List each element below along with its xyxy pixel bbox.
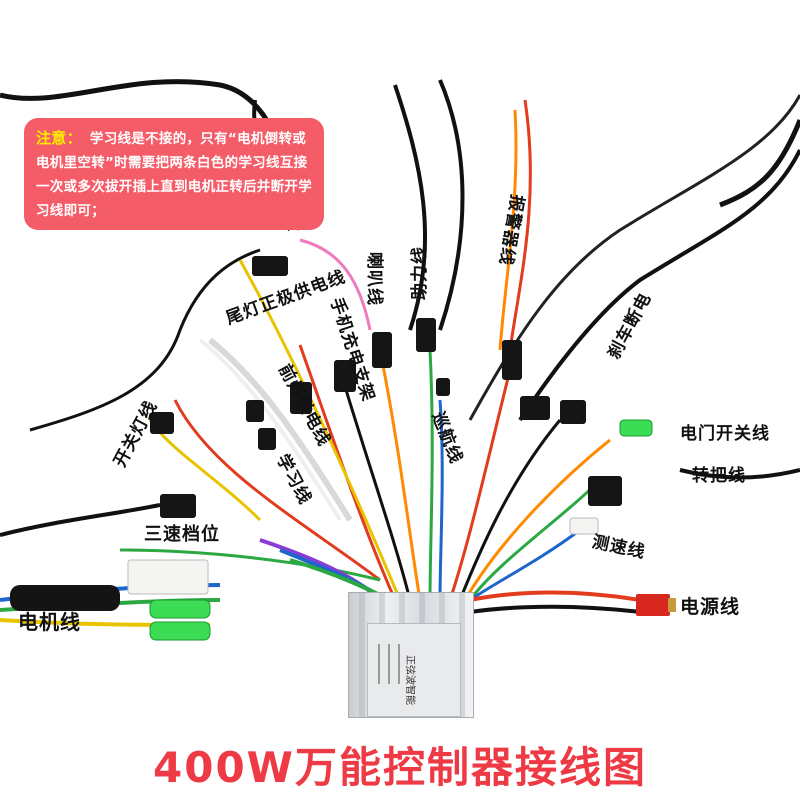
- label-motor: 电机线: [18, 610, 81, 634]
- controller-box: 正弦波智能: [348, 592, 474, 718]
- footer-title: 400W万能控制器接线图: [153, 742, 647, 792]
- footer: 400W万能控制器接线图: [0, 728, 800, 800]
- note-body: 学习线是不接的，只有“电机倒转或电机里空转”时需要把两条白色的学习线互接一次或多…: [36, 131, 312, 219]
- label-three-speed: 三速档位: [144, 524, 220, 545]
- label-horn: 喇叭线: [364, 252, 384, 306]
- learn-wire-note: 注意：学习线是不接的，只有“电机倒转或电机里空转”时需要把两条白色的学习线互接一…: [24, 118, 324, 230]
- note-title: 注意：: [36, 129, 82, 147]
- label-power: 电源线: [680, 596, 741, 618]
- controller-nameplate: [367, 623, 461, 717]
- label-door-switch: 电门开关线: [680, 424, 770, 444]
- controller-plate-text: 正弦波智能: [404, 655, 415, 705]
- label-assist: 助力线: [410, 246, 430, 300]
- label-throttle: 转把线: [692, 466, 746, 486]
